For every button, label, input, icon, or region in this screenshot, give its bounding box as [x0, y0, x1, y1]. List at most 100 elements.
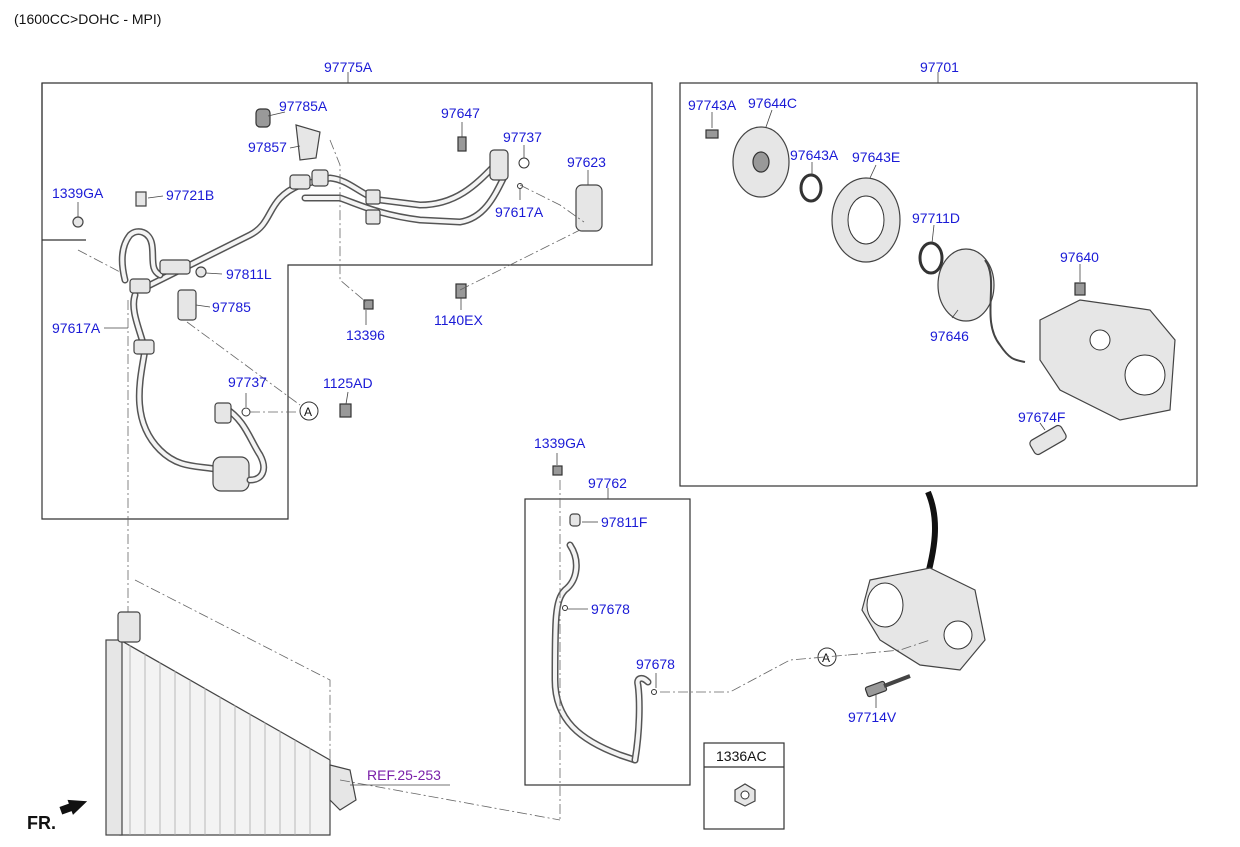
- compressor-port: [1089, 329, 1111, 351]
- sensor-97721B: [135, 191, 147, 207]
- label-1339GA-mid: 1339GA: [534, 435, 586, 451]
- label-13396: 13396: [346, 327, 385, 343]
- grommet-97857: [255, 108, 271, 128]
- compressor-box: [679, 82, 1198, 487]
- nut-1339GA-mid: [552, 465, 563, 476]
- front-label: FR.: [27, 813, 56, 833]
- oring-97737-mid: [241, 407, 251, 417]
- condenser-core: [119, 638, 331, 836]
- label-97711D: 97711D: [912, 210, 960, 226]
- label-97674F: 97674F: [1018, 409, 1065, 425]
- condenser-bracket: [329, 764, 357, 811]
- label-97785: 97785: [212, 299, 251, 315]
- condenser: REF.25-253: [105, 480, 561, 836]
- bolt-97647: [457, 136, 467, 152]
- engine-spec-header: (1600CC>DOHC - MPI): [14, 11, 161, 27]
- label-97811F: 97811F: [601, 514, 647, 530]
- bolt-1140EX: [455, 283, 467, 299]
- liquid-tube-box: [524, 498, 691, 786]
- liquid-tube-group: 97762 97811F 97678 97678 1339GA: [524, 435, 849, 786]
- label-97737: 97737: [503, 129, 542, 145]
- label-97721B: 97721B: [166, 187, 214, 203]
- suction-hose: [136, 149, 509, 294]
- field-coil-97646: [937, 248, 995, 322]
- leader: [267, 111, 286, 117]
- group-label-97762: 97762: [588, 475, 627, 491]
- snap-ring-97643A: [799, 173, 823, 203]
- leader: [195, 304, 211, 308]
- label-97640: 97640: [1060, 249, 1099, 265]
- label-1140EX: 1140EX: [434, 312, 483, 328]
- ref-line: [186, 321, 301, 406]
- label-97617A-left: 97617A: [52, 320, 101, 336]
- muffler: [212, 456, 250, 492]
- ref-line: [847, 639, 931, 656]
- label-97644C: 97644C: [748, 95, 797, 111]
- ref-label[interactable]: REF.25-253: [367, 767, 441, 783]
- hose-sleeve: [129, 278, 151, 294]
- cap-97811F: [569, 513, 581, 527]
- label-97678-b: 97678: [636, 656, 675, 672]
- label-97646: 97646: [930, 328, 969, 344]
- callout-a-text: A: [304, 405, 312, 419]
- condenser-fitting: [117, 611, 141, 643]
- nut-13396: [363, 299, 374, 310]
- hose-block-fitting: [489, 149, 509, 181]
- leader: [1039, 422, 1046, 431]
- oring-97737: [518, 157, 530, 169]
- leader: [289, 145, 301, 149]
- front-direction-marker: FR.: [27, 799, 88, 833]
- label-97714V: 97714V: [848, 709, 897, 725]
- hose-fitting: [311, 169, 329, 187]
- clutch-hub: [752, 151, 770, 173]
- label-1125AD: 1125AD: [323, 375, 373, 391]
- compressor-group: 97701 97743A 97644C 97643A 97643E 97711D…: [679, 59, 1198, 487]
- compressor-port: [943, 620, 973, 650]
- ref-line: [329, 139, 367, 303]
- hose-assembly-group: 97775A: [41, 59, 653, 620]
- ref-line: [77, 249, 121, 273]
- ref-line: [134, 579, 331, 760]
- label-1336AC: 1336AC: [716, 748, 767, 764]
- leader: [147, 195, 164, 199]
- hose-clamp: [365, 189, 381, 205]
- coil-wire: [984, 259, 1026, 363]
- label-97811L: 97811L: [226, 266, 272, 282]
- bracket-97785A: [295, 124, 321, 161]
- leader: [869, 164, 877, 179]
- oring-97678-b: [651, 689, 657, 695]
- nut-box: [703, 742, 785, 830]
- label-97737-mid: 97737: [228, 374, 267, 390]
- label-97617A: 97617A: [495, 204, 544, 220]
- pressure-switch-97674F: [1029, 424, 1067, 456]
- hose-assembly-box: [41, 82, 653, 520]
- label-97743A: 97743A: [688, 97, 737, 113]
- label-97678-a: 97678: [591, 601, 630, 617]
- compressor-port: [1124, 354, 1166, 396]
- ref-line: [339, 779, 561, 821]
- bolt-97714V: [864, 680, 888, 698]
- cap-97811L: [195, 266, 207, 278]
- condenser-tank: [105, 639, 123, 836]
- label-97623: 97623: [567, 154, 606, 170]
- front-arrow-icon: [59, 799, 88, 815]
- leader: [931, 224, 935, 244]
- label-97857: 97857: [248, 139, 287, 155]
- label-1339GA: 1339GA: [52, 185, 104, 201]
- receiver-drier-97623: [575, 184, 603, 232]
- leader: [765, 109, 773, 128]
- leader: [205, 272, 223, 275]
- ref-line: [660, 654, 849, 693]
- label-97785A: 97785A: [279, 98, 328, 114]
- ref-line: [459, 229, 581, 291]
- hose-flange: [214, 402, 232, 424]
- nut-group: 1336AC: [703, 742, 785, 830]
- bolt-1125AD: [339, 403, 352, 418]
- oring-97678-a: [562, 605, 568, 611]
- pulley-bore: [847, 195, 885, 245]
- condenser-fins: [129, 645, 311, 835]
- bolt-97743A: [705, 129, 719, 139]
- snap-ring-97711D: [918, 241, 944, 275]
- valve-97640: [1074, 282, 1086, 296]
